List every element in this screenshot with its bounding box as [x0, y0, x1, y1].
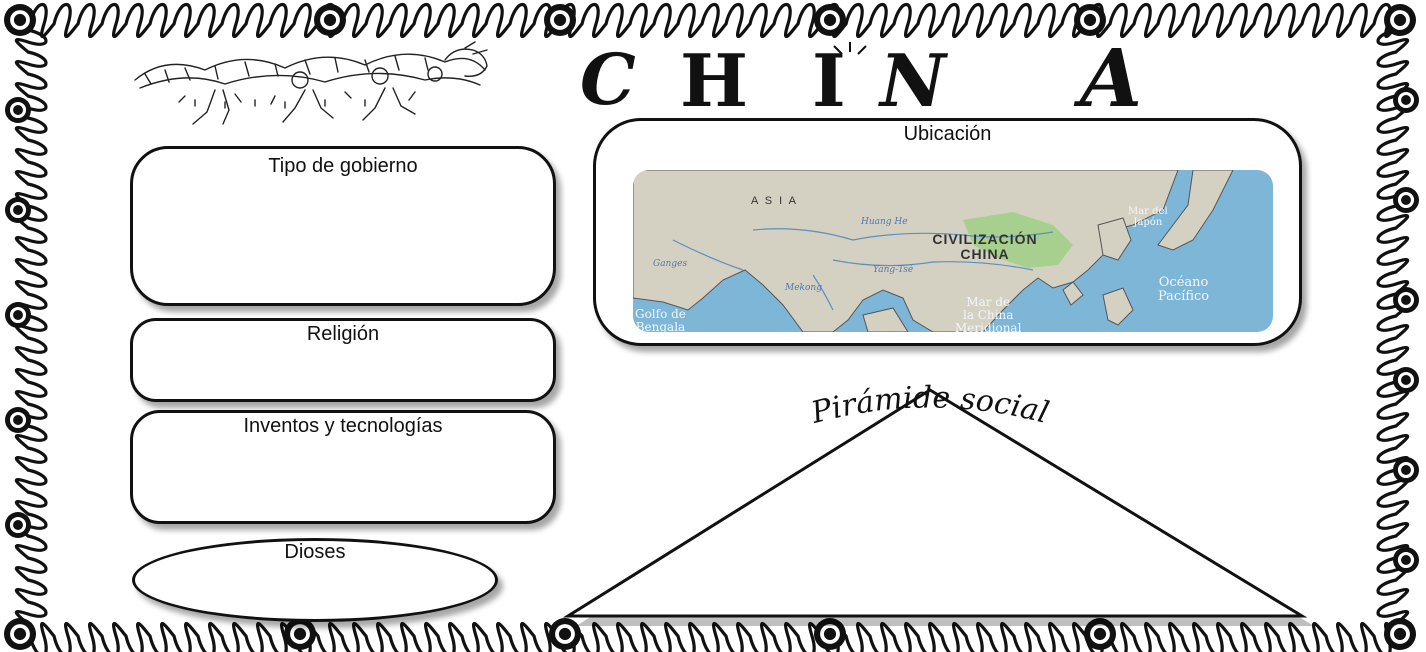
map-label-south-china-line3: Meridional — [955, 321, 1022, 333]
map-label-south-china-line1: Mar de — [966, 295, 1011, 309]
border-circles — [4, 4, 1419, 650]
religion-label: Religión — [306, 323, 380, 345]
map-label-yang-tse: Yang-Tsé — [873, 265, 914, 275]
map-label-japan-sea-line1: Mar del — [1128, 206, 1168, 217]
sparkle-icon — [833, 42, 867, 55]
title-letter-n: N — [880, 38, 946, 123]
map-label-south-china-sea: Mar de la China Meridional — [955, 295, 1022, 333]
map-label-japan-sea: Mar del Japón — [1128, 206, 1168, 228]
map-label-gulf: Golfo de Bengala — [635, 307, 686, 333]
location-label: Ubicación — [903, 123, 992, 145]
dragon-dance-illustration-icon — [134, 41, 488, 125]
government-label: Tipo de gobierno — [268, 155, 418, 177]
map-label-pacific-line2: Pacífico — [1158, 289, 1210, 304]
religion-box[interactable]: Religión — [130, 318, 556, 402]
border-top-scribble — [28, 3, 1400, 39]
map-label-huang-he: Huang He — [861, 217, 908, 227]
map-label-gulf-line1: Golfo de — [635, 307, 686, 321]
title-letter-i: I — [812, 38, 846, 123]
map-label-pacific-line1: Océano — [1158, 275, 1209, 290]
title-letter-h: H — [680, 38, 749, 123]
title-letter-a: A — [1080, 31, 1143, 125]
government-box[interactable]: Tipo de gobierno — [130, 146, 556, 306]
map-label-pacific: Océano Pacífico — [1158, 276, 1209, 304]
map-label-civilization: CIVILIZACIÓN CHINA — [875, 232, 1095, 262]
border-bottom-scribble — [28, 621, 1400, 652]
map-drawing — [633, 170, 1273, 332]
map-label-asia: A S I A — [751, 195, 799, 207]
inventions-label: Inventos y tecnologías — [243, 415, 443, 437]
map-label-japan-sea-line2: Japón — [1133, 217, 1163, 228]
china-map: A S I A Huang He CIVILIZACIÓN CHINA Gang… — [633, 170, 1273, 332]
map-label-gulf-line2: Bengala — [635, 320, 686, 333]
social-pyramid[interactable]: Pirámide social — [560, 380, 1320, 630]
map-label-south-china-line2: la China — [963, 308, 1014, 322]
pyramid-triangle[interactable] — [562, 388, 1308, 618]
title-letter-c: C — [580, 38, 636, 121]
map-label-mekong: Mekong — [785, 283, 822, 293]
gods-label: Dioses — [284, 541, 346, 563]
map-label-civilization-line2: CHINA — [960, 246, 1010, 262]
gods-oval[interactable]: Dioses — [132, 538, 498, 622]
inventions-box[interactable]: Inventos y tecnologías — [130, 410, 556, 524]
border-right-scribble — [1376, 28, 1410, 626]
map-label-civilization-line1: CIVILIZACIÓN — [932, 231, 1038, 247]
map-label-ganges: Ganges — [653, 259, 688, 269]
